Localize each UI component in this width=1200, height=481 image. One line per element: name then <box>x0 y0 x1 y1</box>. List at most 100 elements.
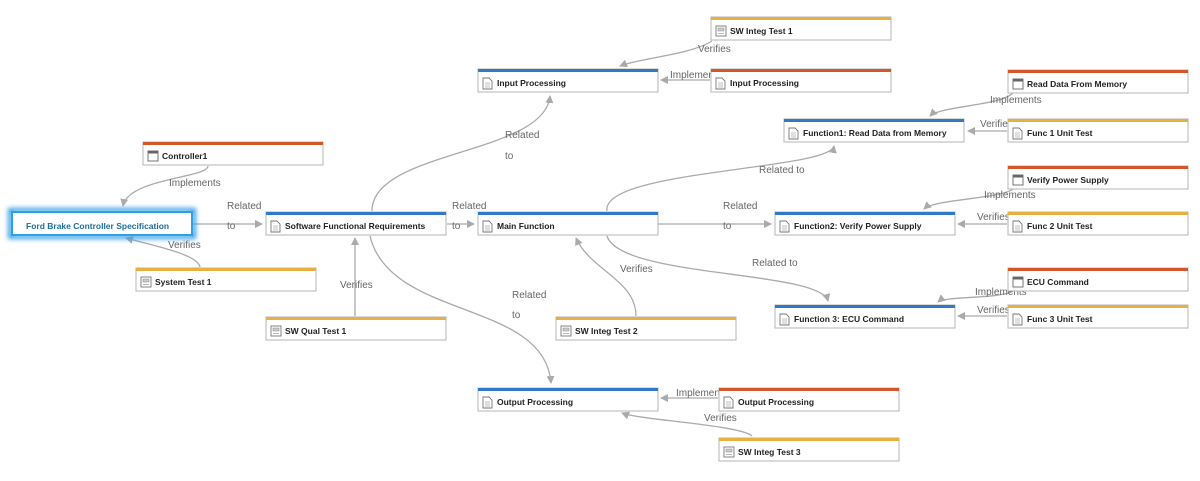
edge-e14[interactable]: Implements <box>660 388 728 402</box>
window-icon <box>1012 276 1024 288</box>
edge-label: Related <box>505 130 539 141</box>
node-label: Input Processing <box>730 78 799 88</box>
node-type-bar <box>478 212 658 215</box>
node-type-bar <box>775 212 955 215</box>
edge-label: to <box>452 221 461 232</box>
node-type-bar <box>711 69 891 72</box>
edge-line[interactable] <box>937 290 1014 303</box>
node-readmem[interactable]: Read Data From Memory <box>1007 69 1189 94</box>
edge-label: Related <box>512 290 546 301</box>
node-label: Ford Brake Controller Specification <box>26 221 169 231</box>
edge-e18[interactable]: Implements <box>923 188 1036 210</box>
node-fn2[interactable]: Function2: Verify Power Supply <box>774 211 956 236</box>
document-icon <box>1012 313 1023 326</box>
node-inproc_des[interactable]: Input Processing <box>710 68 892 93</box>
node-label: ECU Command <box>1027 277 1089 287</box>
edge-label: to <box>512 310 521 321</box>
edge-e13[interactable]: Related to <box>606 235 831 302</box>
edge-e16[interactable]: Implements <box>929 92 1042 117</box>
node-swinteg2[interactable]: SW Integ Test 2 <box>555 316 737 341</box>
node-mainfn[interactable]: Main Function <box>477 211 659 236</box>
node-f2ut[interactable]: Func 2 Unit Test <box>1007 211 1189 236</box>
edge-e7[interactable]: Related to <box>369 235 555 384</box>
node-outproc_des[interactable]: Output Processing <box>718 387 900 412</box>
document-icon <box>482 77 493 90</box>
edge-e4[interactable]: Verifies <box>340 237 373 316</box>
node-type-bar <box>719 438 899 441</box>
edge-e11[interactable]: Related to <box>606 145 837 212</box>
edge-label: Implements <box>169 178 221 189</box>
node-inproc_req[interactable]: Input Processing <box>477 68 659 93</box>
edge-e8[interactable]: Verifies <box>619 40 731 68</box>
edge-line[interactable] <box>125 236 201 268</box>
edge-label: to <box>227 221 236 232</box>
edge-e1[interactable]: Implements <box>120 165 221 207</box>
node-label: Input Processing <box>497 78 566 88</box>
edge-label: Verifies <box>977 212 1010 223</box>
document-icon <box>779 220 790 233</box>
node-label: Func 2 Unit Test <box>1027 221 1093 231</box>
node-type-bar <box>1008 119 1188 122</box>
node-f3ut[interactable]: Func 3 Unit Test <box>1007 304 1189 329</box>
edge-e21[interactable]: Verifies <box>957 305 1010 320</box>
edge-e17[interactable]: Verifies <box>967 119 1013 135</box>
edge-label: Implements <box>676 388 728 399</box>
edge-line[interactable] <box>575 237 637 317</box>
node-ecucmd[interactable]: ECU Command <box>1007 267 1189 292</box>
edge-label: Verifies <box>620 264 653 275</box>
node-label: Func 3 Unit Test <box>1027 314 1093 324</box>
node-controller1[interactable]: Controller1 <box>142 141 324 166</box>
edge-line[interactable] <box>369 235 555 384</box>
node-type-bar <box>478 388 658 391</box>
document-icon <box>788 127 799 140</box>
edge-line[interactable] <box>923 188 1014 210</box>
edge-e15[interactable]: Verifies <box>621 411 753 437</box>
node-type-bar <box>719 388 899 391</box>
node-label: Verify Power Supply <box>1027 175 1109 185</box>
test-icon <box>270 325 282 337</box>
node-swinteg1[interactable]: SW Integ Test 1 <box>710 16 892 41</box>
edge-label: Verifies <box>698 44 731 55</box>
edge-e19[interactable]: Verifies <box>957 212 1010 228</box>
document-icon <box>723 396 734 409</box>
edges-layer: ImplementsVerifiesRelatedtoVerifiesRelat… <box>120 40 1042 437</box>
node-fn1[interactable]: Function1: Read Data from Memory <box>783 118 965 143</box>
window-icon <box>1012 78 1024 90</box>
node-label: Function 3: ECU Command <box>794 314 904 324</box>
node-sfr[interactable]: Software Functional Requirements <box>265 211 447 236</box>
node-type-bar <box>478 69 658 72</box>
edge-e10[interactable]: Verifies <box>575 237 653 317</box>
node-ford[interactable]: Ford Brake Controller Specification <box>8 208 196 239</box>
node-type-bar <box>1008 166 1188 169</box>
test-icon <box>560 325 572 337</box>
node-verpow[interactable]: Verify Power Supply <box>1007 165 1189 190</box>
edge-e20[interactable]: Implements <box>937 287 1027 303</box>
node-fn3[interactable]: Function 3: ECU Command <box>774 304 956 329</box>
node-box[interactable] <box>11 211 193 236</box>
edge-line[interactable] <box>929 92 1014 117</box>
document-icon <box>270 220 281 233</box>
edge-line[interactable] <box>621 411 753 437</box>
edge-line[interactable] <box>619 40 713 68</box>
test-icon <box>723 446 735 458</box>
edge-line[interactable] <box>120 165 209 207</box>
node-outproc_req[interactable]: Output Processing <box>477 387 659 412</box>
node-type-bar <box>1008 70 1188 73</box>
edge-e9[interactable]: Implements <box>660 70 722 84</box>
node-systest1[interactable]: System Test 1 <box>135 267 317 292</box>
node-label: Output Processing <box>738 397 814 407</box>
edge-e2[interactable]: Verifies <box>125 236 201 268</box>
node-f1ut[interactable]: Func 1 Unit Test <box>1007 118 1189 143</box>
edge-line[interactable] <box>606 145 837 212</box>
document-icon <box>1012 220 1023 233</box>
edge-line[interactable] <box>371 95 554 212</box>
node-swinteg3[interactable]: SW Integ Test 3 <box>718 437 900 462</box>
edge-line[interactable] <box>606 235 831 302</box>
node-type-bar <box>784 119 964 122</box>
node-swqual1[interactable]: SW Qual Test 1 <box>265 316 447 341</box>
